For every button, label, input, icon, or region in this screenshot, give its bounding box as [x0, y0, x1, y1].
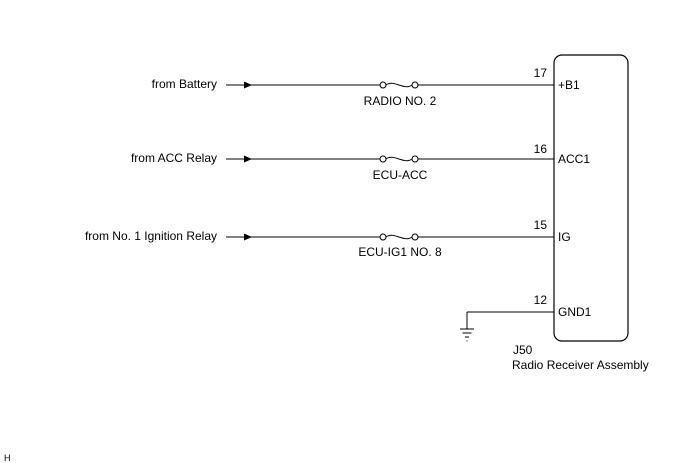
circuit-battery: from Battery RADIO NO. 2 17 +B1 [152, 66, 580, 108]
fuse-icon [385, 82, 413, 88]
fuse-icon [385, 156, 413, 162]
arrow-head-icon [244, 233, 252, 241]
source-label: from ACC Relay [131, 151, 217, 165]
source-label: from No. 1 Ignition Relay [85, 229, 217, 243]
terminal-label: +B1 [558, 78, 580, 92]
terminal-label: GND1 [558, 305, 592, 319]
terminal-label: ACC1 [558, 152, 590, 166]
pin-number: 16 [534, 142, 548, 156]
component-name: Radio Receiver Assembly [512, 358, 649, 372]
circuit-acc-relay: from ACC Relay ECU-ACC 16 ACC1 [131, 142, 590, 182]
connector-code: J50 [513, 343, 533, 357]
component-box [553, 54, 629, 342]
terminal-label: IG [558, 230, 571, 244]
pin-number: 12 [534, 293, 548, 307]
fuse-label: RADIO NO. 2 [364, 94, 437, 108]
fuse-icon [385, 234, 413, 240]
pin-number: 17 [534, 66, 548, 80]
fuse-label: ECU-IG1 NO. 8 [358, 245, 442, 259]
circuit-ignition-relay: from No. 1 Ignition Relay ECU-IG1 NO. 8 … [85, 218, 571, 259]
ground-icon [460, 328, 474, 342]
arrow-head-icon [244, 155, 252, 163]
corner-mark: H [4, 453, 11, 463]
circuit-ground: 12 GND1 [460, 293, 592, 342]
pin-number: 15 [534, 218, 548, 232]
arrow-head-icon [244, 81, 252, 89]
source-label: from Battery [152, 77, 217, 91]
fuse-label: ECU-ACC [373, 168, 428, 182]
